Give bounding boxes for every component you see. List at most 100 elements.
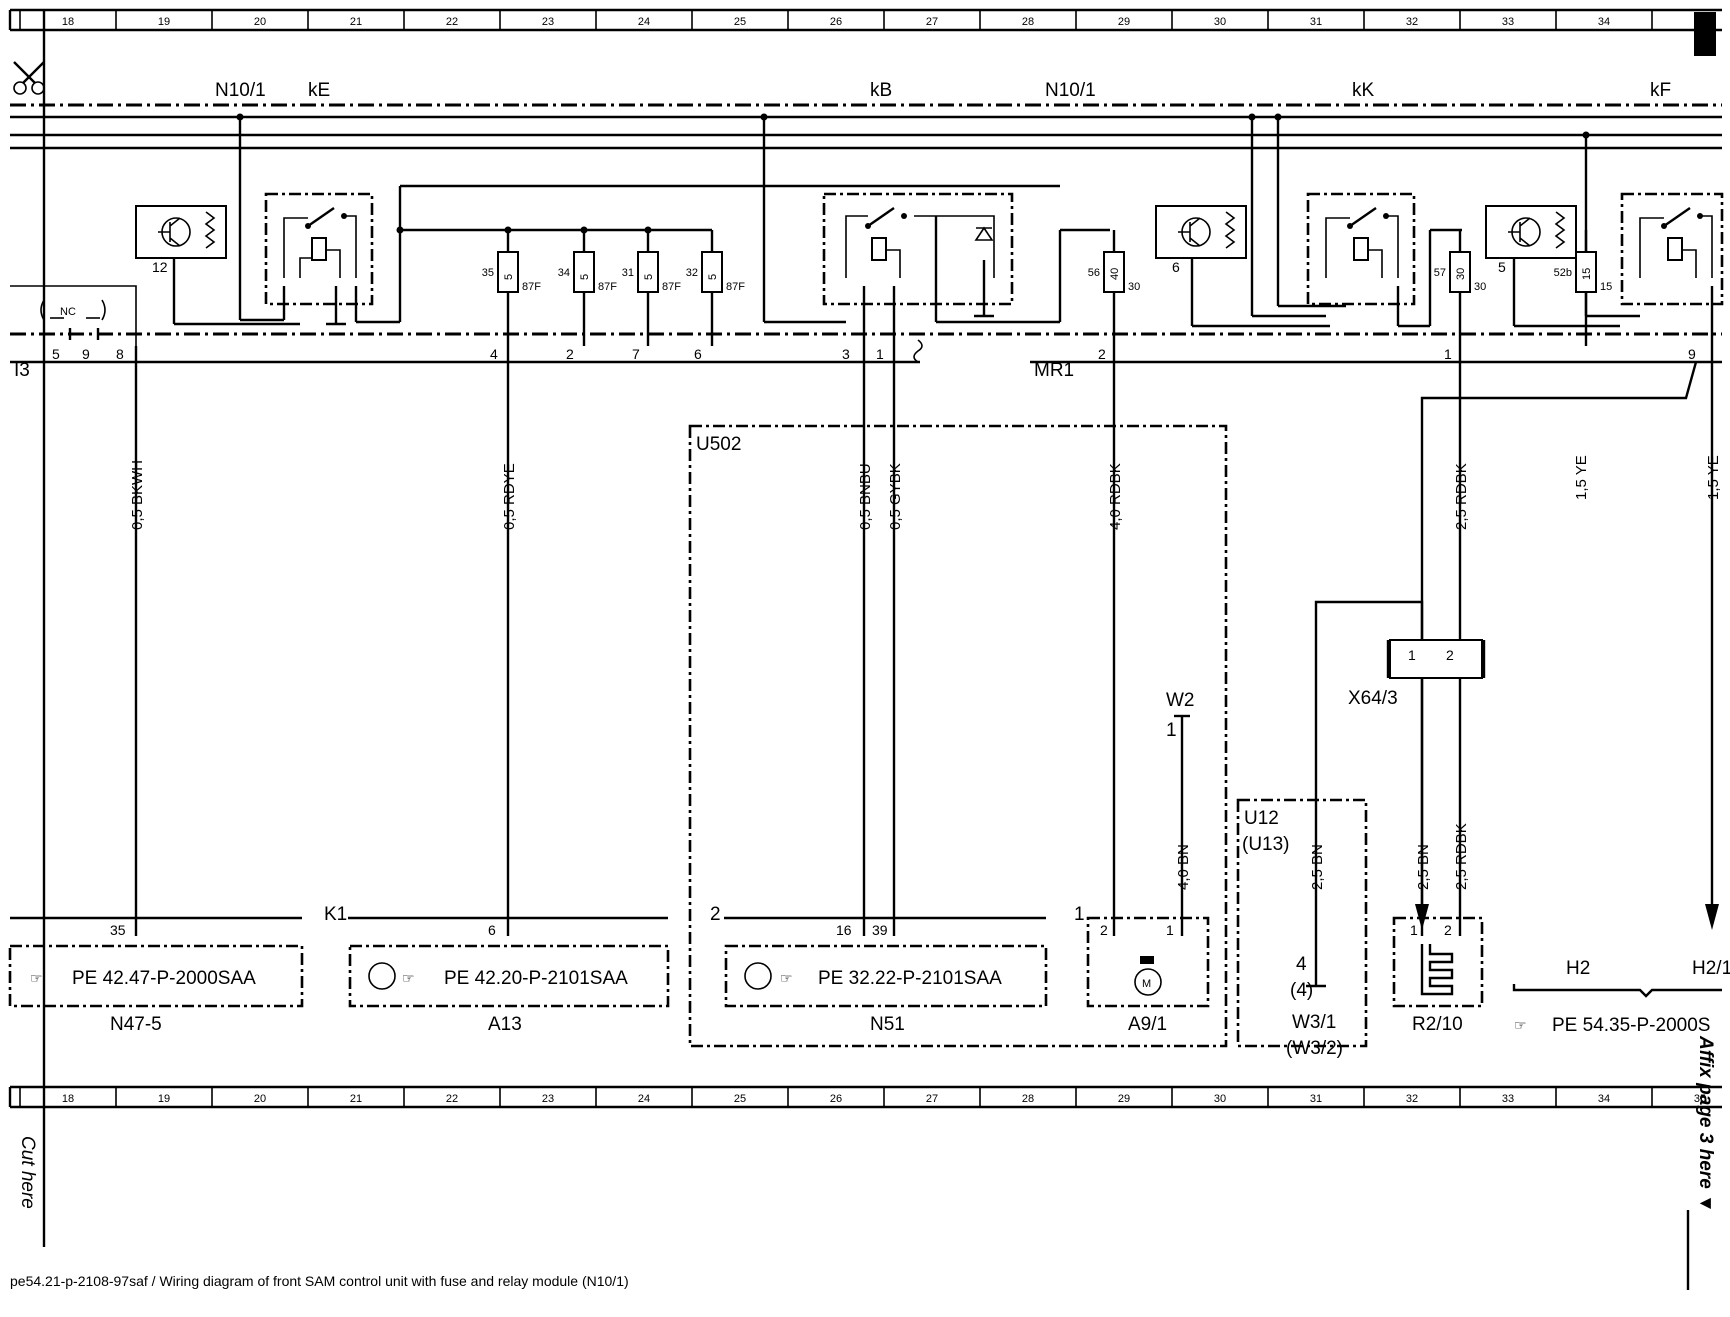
- ruler-label-33: 33: [1502, 16, 1514, 28]
- wire-label-ye1: 1,5 YE: [1573, 455, 1590, 500]
- ruler-label-27: 27: [926, 16, 938, 28]
- ruler-label-32: 32: [1406, 1093, 1418, 1105]
- fuse-number: 31: [622, 267, 634, 279]
- relay-kk: [1250, 117, 1462, 328]
- r2-pin-1: 1: [1410, 922, 1418, 938]
- module-n47: 35 ☞ PE 42.47-P-2000SAA N47-5: [8, 916, 304, 1035]
- header-kf: kF: [1650, 80, 1671, 101]
- fuse-terminal: 87F: [662, 281, 681, 293]
- a9-pin-1: 1: [1166, 922, 1174, 938]
- bus-pin-2: 2: [566, 346, 574, 362]
- i3-pin-8: 8: [116, 346, 124, 362]
- ruler-label-34: 34: [1598, 1093, 1610, 1105]
- ruler-label-25: 25: [734, 1093, 746, 1105]
- ruler-label-19: 19: [158, 1093, 170, 1105]
- wire-label-bkwh: 0,5 BKWH: [129, 460, 146, 530]
- sensor-1: 12: [135, 205, 300, 326]
- module-a13: K1 6 ☞ PE 42.20-P-2101SAA A13: [324, 904, 670, 1035]
- bus-pin-9: 9: [1688, 346, 1696, 362]
- fuse-terminal: 15: [1600, 281, 1612, 293]
- x64-label: X64/3: [1348, 688, 1398, 709]
- u502-group: [688, 424, 1228, 1048]
- cut-here-label: Cut here: [17, 1136, 38, 1209]
- i3-nc-label: NC: [60, 306, 76, 318]
- ruler-label-20: 20: [254, 16, 266, 28]
- sensor-2: 6: [1155, 205, 1330, 328]
- bus-pin-1: 1: [876, 346, 884, 362]
- wire-label-bnbu: 0,5 BNBU: [857, 463, 874, 530]
- ruler-label-26: 26: [830, 1093, 842, 1105]
- fuse-terminal: 30: [1128, 281, 1140, 293]
- bus-pin-1b: 1: [1444, 346, 1452, 362]
- u502-label: U502: [696, 434, 741, 455]
- h2-book-icon: ☞: [1514, 1017, 1527, 1033]
- break-mark: [913, 339, 923, 363]
- connector-i3: NC 5 9 8 I3: [10, 285, 137, 381]
- wire-label-gybk: 0,5 GYBK: [887, 463, 904, 530]
- w3-name2: (W3/2): [1286, 1038, 1343, 1059]
- fuse-rating: 5: [707, 274, 719, 280]
- r2-name: R2/10: [1412, 1014, 1463, 1035]
- ruler-label-30: 30: [1214, 16, 1226, 28]
- ruler-label-23: 23: [542, 16, 554, 28]
- ruler-label-34: 34: [1598, 16, 1610, 28]
- fuse-number: 52b: [1554, 267, 1572, 279]
- module-n51: 2 16 39 ☞ PE 32.22-P-2101SAA N51: [710, 904, 1048, 1035]
- ruler-label-22: 22: [446, 1093, 458, 1105]
- relay-kf: [1584, 135, 1724, 345]
- ruler-label-31: 31: [1310, 1093, 1322, 1105]
- header-kb: kB: [870, 80, 892, 101]
- n47-pin: 35: [110, 922, 126, 938]
- x64-pin-2: 2: [1446, 647, 1454, 663]
- ruler-label-31: 31: [1310, 16, 1322, 28]
- module-r2: 1 2 R2/10: [1392, 916, 1484, 1035]
- fuse-rating: 40: [1109, 268, 1121, 280]
- a9-tag: 1: [1074, 904, 1085, 925]
- fuse-rating: 15: [1581, 268, 1593, 280]
- wire-label-rdbk25: 2,5 RDBK: [1453, 463, 1470, 530]
- a13-name: A13: [488, 1014, 522, 1035]
- sensor-3: 5: [1485, 205, 1620, 328]
- ruler-label-21: 21: [350, 1093, 362, 1105]
- bus-pin-2b: 2: [1098, 346, 1106, 362]
- wire-label-bn40: 4,0 BN: [1175, 844, 1192, 890]
- bottom-ruler: [8, 1085, 1722, 1109]
- svg-text:M: M: [1142, 978, 1151, 990]
- header-ke: kE: [308, 80, 330, 101]
- a13-pin: 6: [488, 922, 496, 938]
- a9-pin-2: 2: [1100, 922, 1108, 938]
- ruler-label-33: 33: [1502, 1093, 1514, 1105]
- ruler-label-29: 29: [1118, 16, 1130, 28]
- a13-ref: PE 42.20-P-2101SAA: [444, 968, 628, 989]
- u13-label: (U13): [1242, 834, 1290, 855]
- fuse-number: 35: [482, 267, 494, 279]
- ruler-label-18: 18: [62, 1093, 74, 1105]
- ruler-label-21: 21: [350, 16, 362, 28]
- a13-sensor-icon: [368, 962, 396, 990]
- bus-pin-3: 3: [842, 346, 850, 362]
- u12-label: U12: [1244, 808, 1279, 829]
- ruler-label-29: 29: [1118, 1093, 1130, 1105]
- a13-tag: K1: [324, 904, 347, 925]
- fuse-number: 34: [558, 267, 570, 279]
- fuse-terminal: 87F: [598, 281, 617, 293]
- a9-name: A9/1: [1128, 1014, 1167, 1035]
- n51-ref: PE 32.22-P-2101SAA: [818, 968, 1002, 989]
- n51-pin-16: 16: [836, 922, 852, 938]
- ruler-label-28: 28: [1022, 1093, 1034, 1105]
- ruler-label-24: 24: [638, 16, 650, 28]
- ruler-label-18: 18: [62, 16, 74, 28]
- ruler-label-25: 25: [734, 16, 746, 28]
- n51-name: N51: [870, 1014, 905, 1035]
- fuse-rating: 5: [579, 274, 591, 280]
- wire-label-rdbk40: 4,0 RDBK: [1107, 463, 1124, 530]
- wire-label-bn25a: 2,5 BN: [1309, 844, 1326, 890]
- relay-kb: [762, 117, 1110, 345]
- bus-pin-6: 6: [694, 346, 702, 362]
- bus-pin-4: 4: [490, 346, 498, 362]
